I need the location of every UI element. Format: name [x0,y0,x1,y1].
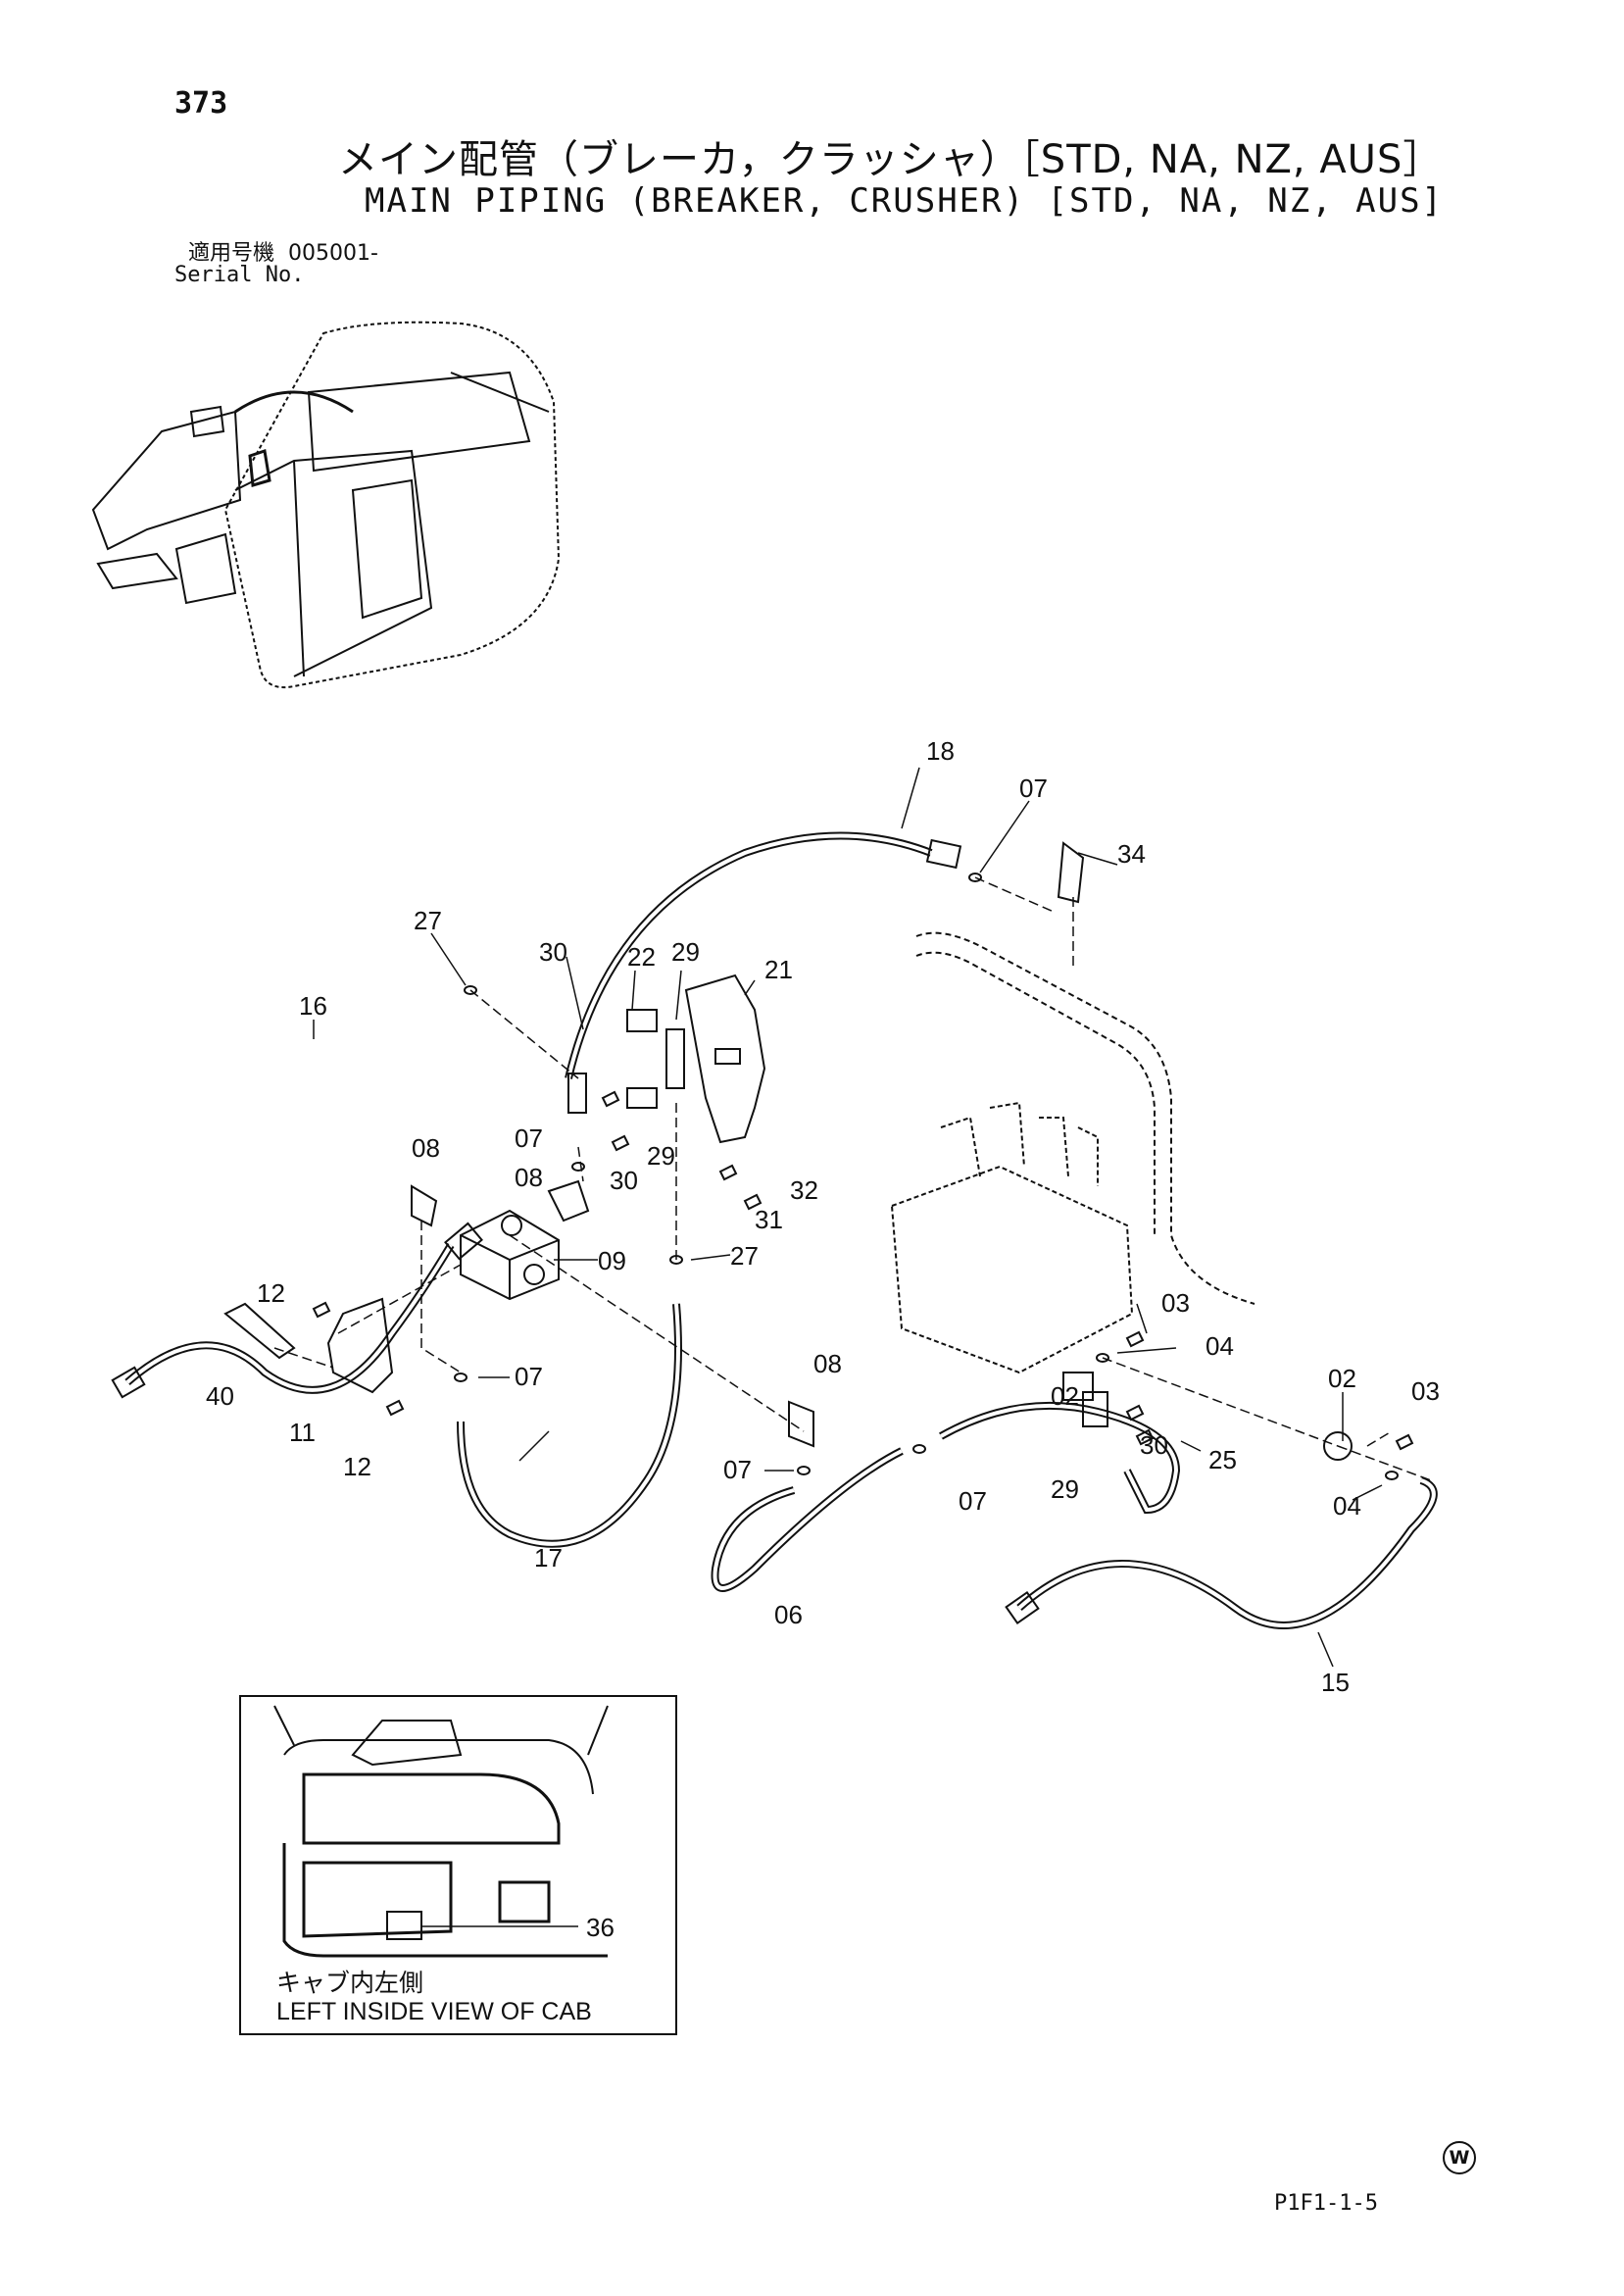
serial-label-japanese: 適用号機 [188,241,275,266]
callout-07: 07 [515,1362,543,1391]
callout-30: 30 [610,1166,638,1195]
elbow-08-left [411,1184,438,1227]
callout-15: 15 [1321,1668,1350,1697]
inset-caption-english: LEFT INSIDE VIEW OF CAB [276,1998,592,2025]
inset-caption-japanese: キャブ内左側 [276,1969,424,1997]
title-english: MAIN PIPING (BREAKER, CRUSHER) [STD, NA,… [365,181,1445,221]
callout-06: 06 [774,1600,803,1629]
adapter-fitting [567,1073,587,1114]
callout-27: 27 [414,906,442,935]
callout-12: 12 [257,1278,285,1308]
junction-block-09 [460,1209,560,1301]
callout-07: 07 [1019,774,1048,803]
callout-04: 04 [1333,1491,1361,1521]
cab-inset-sketch [273,1705,609,1958]
callout-02: 02 [1328,1364,1356,1393]
callout-30: 30 [1140,1430,1168,1460]
serial-value: 005001- [288,241,378,266]
callout-29: 29 [1051,1474,1079,1504]
pipe-29 [665,1028,685,1089]
clamp-29-lower [1082,1391,1108,1427]
callout-04: 04 [1206,1331,1234,1361]
callout-29: 29 [671,937,700,967]
flange-02 [1323,1431,1353,1461]
bracket-11 [326,1297,394,1394]
callout-08: 08 [813,1349,842,1378]
callout-25: 25 [1208,1445,1237,1474]
elbow-34 [1057,841,1085,904]
callout-08: 08 [515,1163,543,1192]
frame-outline-inner [915,951,1156,1235]
w-mark-badge: W [1443,2141,1476,2174]
drawing-code: P1F1-1-5 [1274,2191,1378,2216]
hose-18 [565,831,933,1079]
callout-16: 16 [299,991,327,1021]
plate-40 [223,1302,296,1360]
callout-12: 12 [343,1452,371,1481]
elbow-08-right [547,1179,590,1223]
callout-21: 21 [764,955,793,984]
callout-07: 07 [723,1455,752,1484]
cab-inset-frame [239,1695,677,2035]
elbow-08-lower [788,1400,814,1448]
callout-07: 07 [959,1486,987,1516]
clamp-29 [626,1087,658,1109]
callout-31: 31 [755,1205,783,1234]
page-number: 373 [174,86,228,121]
frame-outline [915,931,1255,1305]
callout-27: 27 [730,1241,759,1271]
callout-32: 32 [790,1175,818,1205]
callout-29: 29 [647,1141,675,1171]
callout-07: 07 [515,1123,543,1153]
hose-17 [457,1303,682,1548]
callout-22: 22 [627,942,656,972]
callout-09: 09 [598,1246,626,1275]
serial-label-english: Serial No. [174,263,305,287]
callout-08: 08 [412,1133,440,1163]
callout-30: 30 [539,937,567,967]
callout-36: 36 [586,1913,615,1942]
callout-17: 17 [534,1543,563,1572]
title-japanese: メイン配管（ブレーカ，クラッシャ）［STD, NA, NZ, AUS］ [338,137,1444,182]
control-valve-body [890,1165,1134,1374]
callout-03: 03 [1161,1288,1190,1318]
callout-18: 18 [926,736,955,766]
callout-03: 03 [1411,1376,1440,1406]
serial-line-japanese: 適用号機 005001- [188,235,378,267]
callout-40: 40 [206,1381,234,1411]
fitting-22 [626,1009,658,1032]
callout-11: 11 [289,1418,316,1447]
fitting-02 [1062,1372,1094,1401]
callout-34: 34 [1117,839,1146,869]
machine-overview-sketch [91,321,561,688]
callout-02: 02 [1051,1381,1079,1411]
bracket-21 [684,973,766,1144]
